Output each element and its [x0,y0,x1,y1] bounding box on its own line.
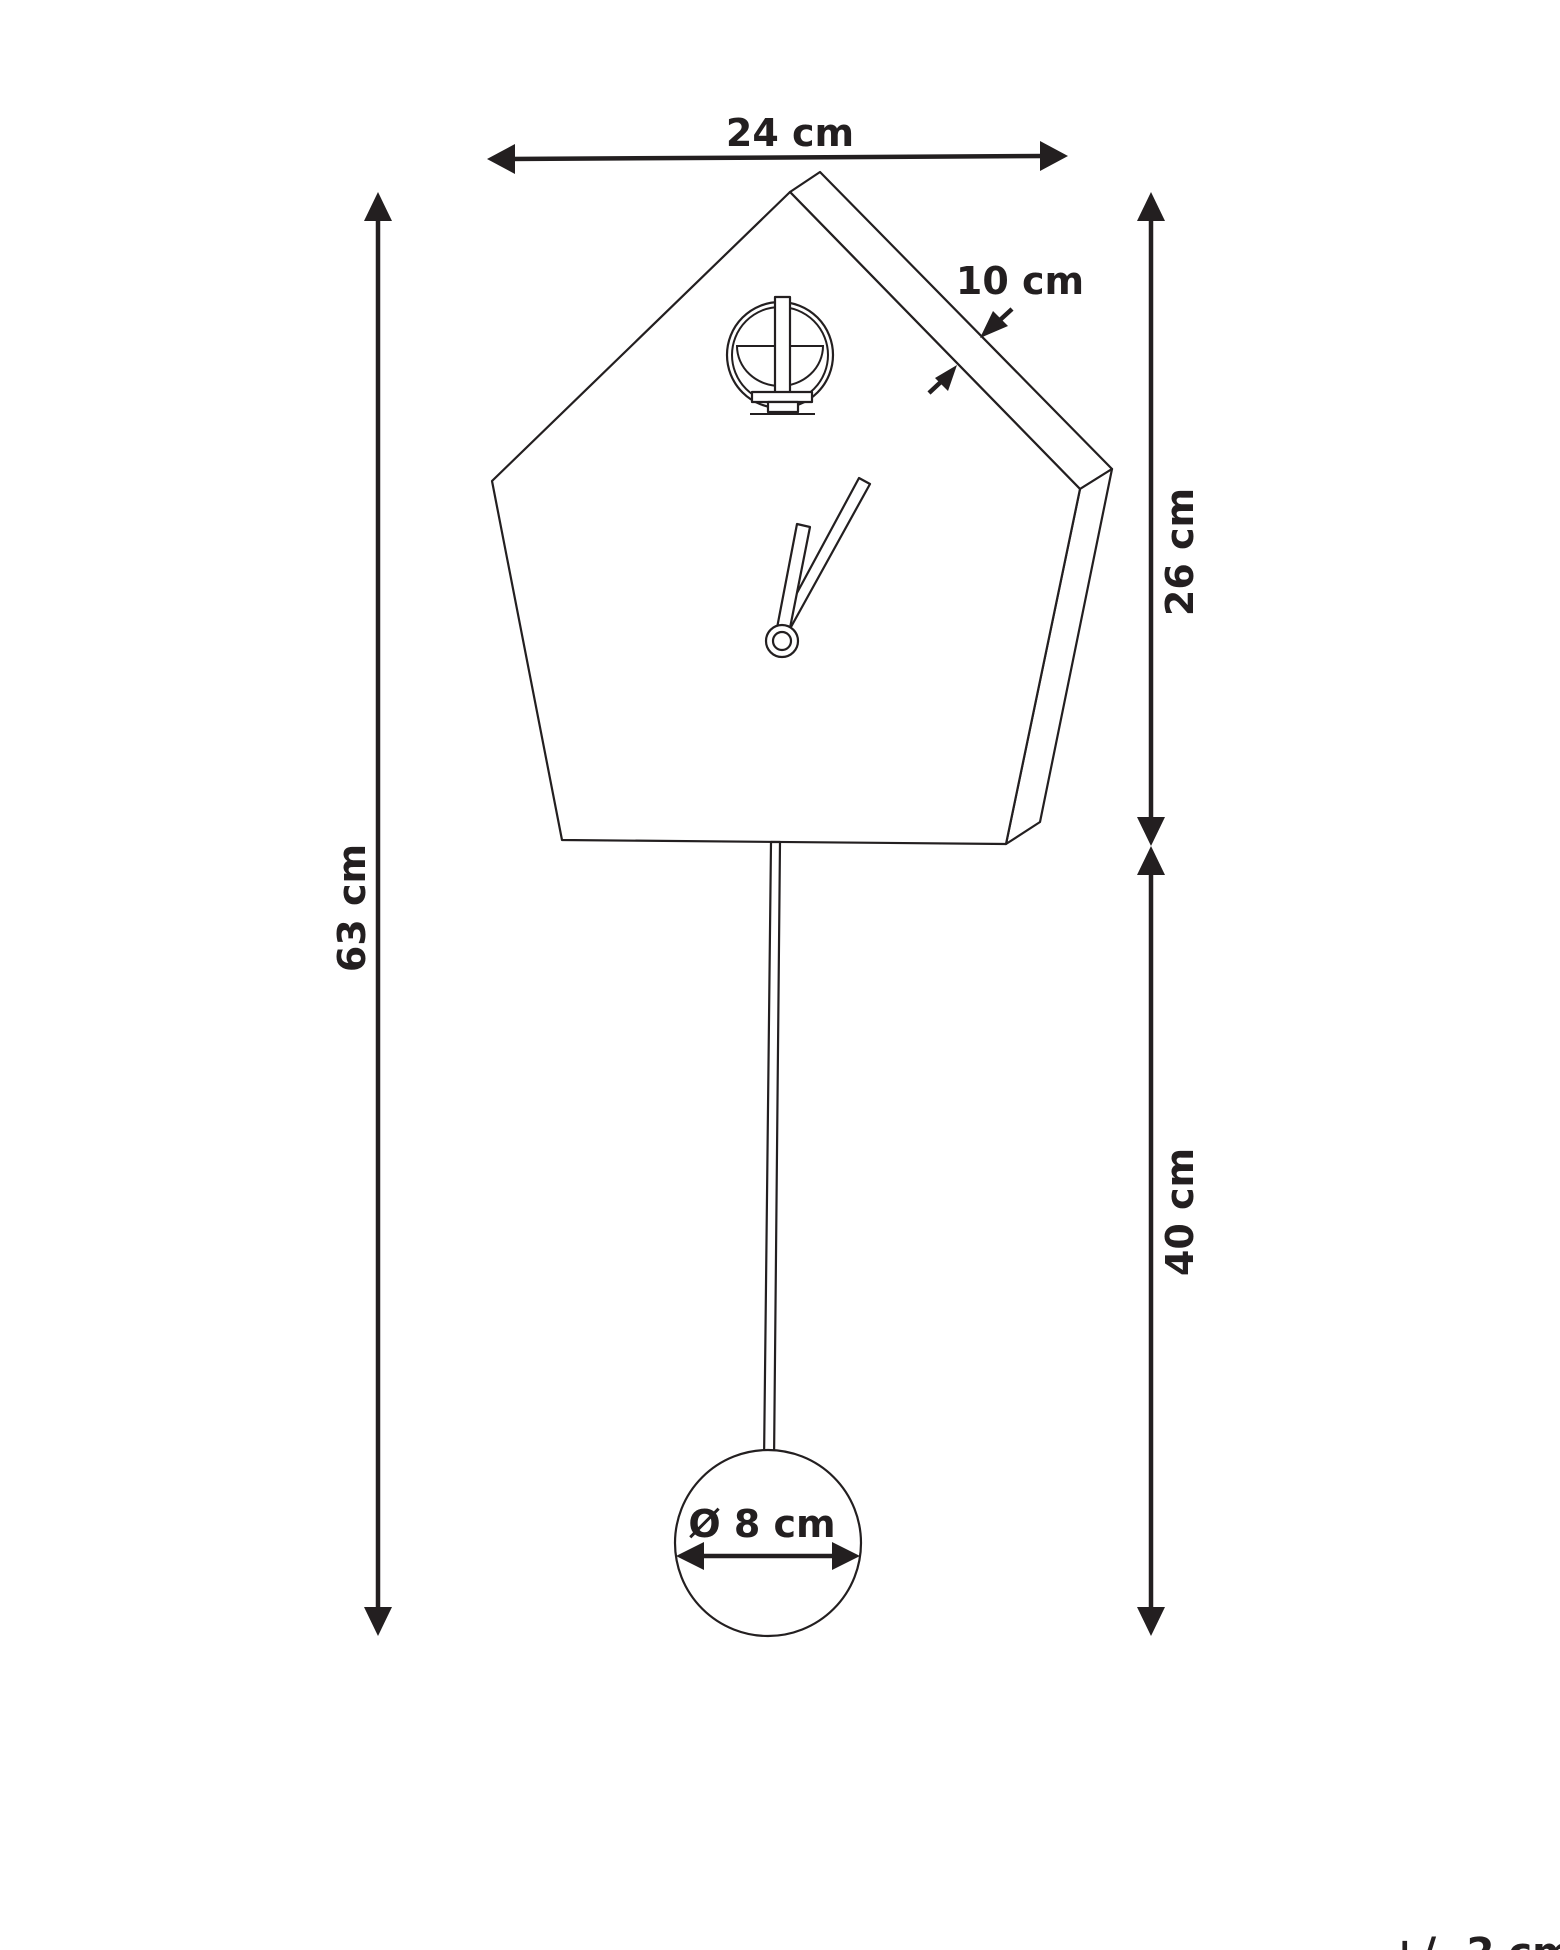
pendulum-rod [762,840,782,1464]
width-label: 24 cm [726,111,854,155]
pendulum-length-dimension: 40 cm [1137,846,1202,1636]
pendulum-diameter-arrow-right [832,1542,860,1570]
clock-hands [764,476,872,659]
body-height-label: 26 cm [1158,488,1202,616]
cuckoo-base [750,390,814,404]
pendulum-diameter-label: Ø 8 cm [688,1502,835,1546]
total-height-label: 63 cm [330,844,374,972]
hand-hub-center [771,630,793,652]
depth-label: 10 cm [956,259,1084,303]
clock-body [490,170,1114,846]
cuckoo-base-block [766,400,800,414]
width-dimension: 24 cm [487,111,1068,174]
pendulum-bob [673,1448,863,1638]
total-height-arrow-top [364,192,392,221]
width-dimension-line [507,153,1047,162]
depth-arrow-outer [980,311,1008,338]
width-arrow-left [487,144,515,174]
cuckoo-post [773,295,792,397]
pendulum [673,840,863,1638]
body-height-dimension: 26 cm [1137,192,1202,846]
pendulum-diameter-arrow-left [676,1542,704,1570]
width-arrow-right [1040,141,1068,171]
pendulum-length-arrow-top [1137,846,1165,875]
tolerance-note: +/- 2 cm [1388,1930,1560,1950]
total-height-dimension: 63 cm [330,192,392,1636]
pendulum-diameter-dimension: Ø 8 cm [676,1502,860,1570]
clock-front-face [490,190,1082,846]
pendulum-length-arrow-bottom [1137,1607,1165,1636]
total-height-arrow-bottom [364,1607,392,1636]
body-height-arrow-top [1137,192,1165,221]
cuckoo-window [725,295,835,415]
depth-dimension: 10 cm [927,259,1084,395]
pendulum-length-label: 40 cm [1158,1148,1202,1276]
depth-arrow-inner [935,365,957,391]
body-height-arrow-bottom [1137,817,1165,846]
depth-arrow-outer-line [998,307,1014,322]
